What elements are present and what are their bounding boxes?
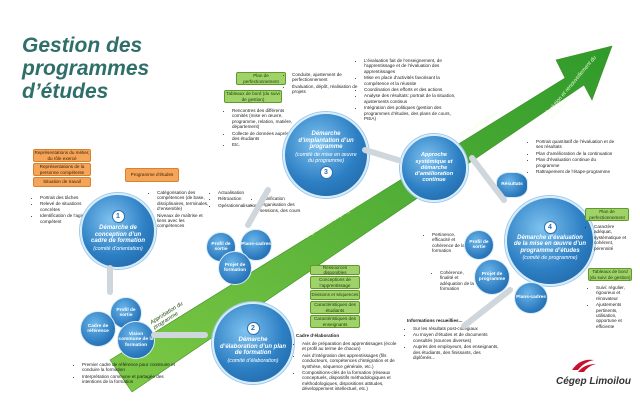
step2-green-box-0: Ressources disponibles <box>310 265 360 275</box>
step4-title: Démarche d’évaluation de la mise en œuvr… <box>513 234 587 254</box>
center-circle: Approche systémique et démarche d’amélio… <box>400 134 468 202</box>
step1-right-list: Catégorisation des compétences (de base,… <box>151 190 211 230</box>
step2-heading: Cadre d’élaboration <box>296 333 340 338</box>
step4-left-list2: Cohérence, finalité et adéquation de la … <box>434 270 474 293</box>
step4-profil-sortie: Profil de sortie <box>464 230 494 260</box>
step3-list-left: Rencontres des différents comités (mise … <box>226 108 296 149</box>
step4-right-item: Ajustements pertinents, utilisation, opp… <box>596 302 632 329</box>
step3-box-0: Plan de perfectionnement <box>236 72 286 85</box>
step1-left-list: Portrait des tâches Relevé de situations… <box>34 195 88 225</box>
step4-left2-item: Cohérence, finalité et adéquation de la … <box>440 270 474 292</box>
step3-title: Démarche d’implantation d’un programme <box>298 131 354 151</box>
step2-subtitle: (comité d’élaboration) <box>227 357 279 364</box>
step2-number: 2 <box>246 322 260 336</box>
step3-box-1: Tableaux de bord (du suivi de gestion) <box>224 90 282 103</box>
step4-right-item: Suivi: régulier, rigoureux et rénovateur <box>596 285 632 301</box>
step2-green-box-3: Caractéristiques des étudiants <box>310 301 360 314</box>
step2-list: Avis de préparation des apprentissages (… <box>296 341 398 393</box>
step2-list-item: Compositions-clés de la formation (résea… <box>302 370 398 392</box>
step3-cluster-item: Opérationnalisation <box>218 203 258 208</box>
step4-bottom-list: Sur les résultats post-collégiaux Au moy… <box>407 326 499 361</box>
step1-left-item: Portrait des tâches <box>40 195 88 200</box>
step4-plans-cadres: Plans-cadres <box>514 282 548 314</box>
center-title: Approche systémique et démarche d’amélio… <box>414 152 454 184</box>
step4-box-0: Plan de perfectionnement <box>585 208 629 221</box>
step2-green-box-4: Caractéristiques des enseignants <box>310 315 360 328</box>
step4-top-item: Plan d’évaluation continue du programme <box>536 157 620 168</box>
step4-top-item: Plan d’amélioration de la continuation <box>536 151 620 156</box>
center-list: L’évaluation fait de l’enseignement, de … <box>358 58 464 122</box>
center-list-item: Mise en place d’activités favorisant la … <box>364 75 464 86</box>
step1-left-item: Identification de l’agir compétent <box>40 213 88 224</box>
step3-right-planif: Planification <box>260 196 304 201</box>
step3-left-item: Collecte de données auprès des étudiants <box>232 131 296 142</box>
step1-bottom-item: Interprétation commune et partagée des i… <box>82 374 180 385</box>
step1-title: Démarche de conception d’un cadre de for… <box>90 225 145 245</box>
center-list-item: Intégration des politiques (gestion des … <box>364 105 464 121</box>
step1-cadre-reference: Cadre de référence <box>80 311 116 347</box>
step1-right-item: Niveaux de maîtrise et liens avec les co… <box>157 213 211 229</box>
step1-box-2: Situation de travail <box>33 177 91 187</box>
cegep-logo-icon <box>572 359 596 372</box>
step4-right-list-rest: Suivi: régulier, rigoureux et rénovateur… <box>590 285 632 330</box>
step4-projet-programme: Projet de programme <box>474 259 510 295</box>
step4-resultats: Résultats <box>496 172 528 198</box>
step2-list-item: Avis d’intégration des apprentissages (f… <box>302 353 398 369</box>
page-title: Gestion des programmes d’études <box>22 34 150 103</box>
step1-box-1: Représentations de la personne compétent… <box>33 163 91 176</box>
step4-circle: 4 Démarche d’évaluation de la mise en œu… <box>505 196 595 286</box>
step3-number: 3 <box>319 165 333 179</box>
step2-circle: 2 Démarche d’élaboration d’un plan de fo… <box>212 302 294 384</box>
step1-box-3: Programme d’études <box>125 168 179 182</box>
step3-cluster-item: Actualisation <box>218 190 256 195</box>
step4-bottom-item: Sur les résultats post-collégiaux <box>413 326 499 331</box>
step1-bottom-item: Premier cadre de référence pour construi… <box>82 362 180 373</box>
step1-box-0: Représentations du métier, du rôle exerc… <box>33 149 91 162</box>
step3-list-right: Conduite, ajustement de perfectionnement… <box>286 72 358 96</box>
step3-cluster-list: Actualisation Rétroaction Opérationnalis… <box>212 190 258 209</box>
step2-green-box-2: Divisions et séquences <box>310 290 360 300</box>
step2-title: Démarche d’élaboration d’un plan de form… <box>220 337 286 357</box>
step2-profil-sortie: Profil de sortie <box>206 232 236 262</box>
step1-number: 1 <box>111 210 125 224</box>
step3-right-item: Conduite, ajustement de perfectionnement <box>292 72 358 83</box>
step4-top-item: Rattrapement de l’étape-programme <box>536 169 620 174</box>
step1-subtitle: (comité d’orientation) <box>93 245 143 252</box>
step4-right-item: Caractère adéquat, systématique et cohér… <box>594 224 630 251</box>
step4-subtitle: (comité de programme) <box>522 255 578 262</box>
step2-list-item: Avis de préparation des apprentissages (… <box>302 341 398 352</box>
center-list-item: Coordination des efforts et des actions <box>364 87 464 92</box>
step3-left-item: Rencontres des différents comités (mise … <box>232 108 296 130</box>
step4-number: 4 <box>543 220 557 234</box>
step3-right-org: Organisation des sessions, des cours <box>260 202 304 213</box>
step4-top-item: Portrait quantitatif de l’évaluation et … <box>536 139 620 150</box>
step4-bottom-item: Au moyen d’études et de documents consul… <box>413 332 499 343</box>
step4-bottom-heading: Informations recueillies... <box>407 318 463 323</box>
center-list-item: L’évaluation fait de l’enseignement, de … <box>364 58 464 74</box>
step3-right-item: Évaluation, dépôt, réalisation de projet… <box>292 84 358 95</box>
brand-name: Cégep Limoilou <box>556 376 631 387</box>
step3-left-item: Etc. <box>232 142 296 147</box>
step3-cluster-item: Rétroaction <box>218 196 256 201</box>
step3-circle: Démarche d’implantation d’un programme (… <box>283 112 369 198</box>
brand-logo: Cégep Limoilou <box>556 356 636 396</box>
step4-box-1: Tableaux de bord (du suivi de gestion) <box>588 268 632 281</box>
step1-bottom-list: Premier cadre de référence pour construi… <box>76 362 180 386</box>
step1-left-item: Relevé de situations concrètes <box>40 201 88 212</box>
step4-left-item: Pertinence, efficacité et cohérence de l… <box>432 232 468 254</box>
step4-right-list-0: Caractère adéquat, systématique et cohér… <box>588 224 630 252</box>
step3-right-items: Planification Organisation des sessions,… <box>254 196 304 214</box>
step1-right-item: Catégorisation des compétences (de base,… <box>157 190 211 212</box>
step3-subtitle: (comité de mise en œuvre du programme) <box>295 151 357 164</box>
center-list-item: Analyse des résultats: portrait de la si… <box>364 93 464 104</box>
step4-left-list: Pertinence, efficacité et cohérence de l… <box>426 232 468 255</box>
step1-vision-commune: Vision commune de la formation <box>117 321 155 359</box>
step1-circle: 1 Démarche de conception d’un cadre de f… <box>80 193 156 269</box>
step2-projet-formation: Projet de formation <box>218 251 252 285</box>
step4-top-list: Portrait quantitatif de l’évaluation et … <box>530 139 620 175</box>
step2-green-box-1: Conceptions de l’apprentissage <box>310 276 360 289</box>
step4-bottom-item: Auprès des employeurs, des enseignants, … <box>413 344 499 360</box>
